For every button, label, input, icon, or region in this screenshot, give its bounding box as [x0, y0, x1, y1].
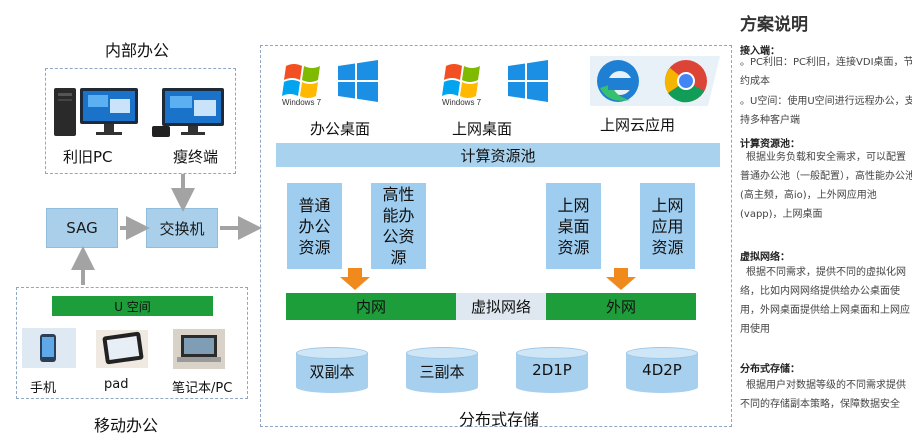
- access-u-text: 。U空间：使用U空间进行远程办公，支持多种客户端: [740, 96, 912, 126]
- storage-heading: 分布式存储：: [740, 364, 800, 375]
- pad-icon: [96, 330, 148, 368]
- storage-item-label: 4D2P: [642, 361, 682, 379]
- side-title: 方案说明: [740, 15, 808, 35]
- windows7-logo-icon: Windows 7: [282, 64, 322, 106]
- pc-icon: [54, 88, 138, 136]
- windows7-logo-icon-2: Windows 7: [442, 64, 482, 106]
- internet-app-resource: 上网 应用 资源: [640, 183, 695, 269]
- vnet-text: 根据不同需求，提供不同的虚拟化网络，比如内网网络提供给办公桌面使用，外网桌面提供…: [740, 267, 910, 335]
- storage-triple-replica: 三副本: [406, 347, 478, 393]
- storage-item-label: 双副本: [309, 363, 355, 381]
- edge-icon: [597, 60, 639, 102]
- pad-label: pad: [104, 377, 129, 392]
- thin-client-label: 瘦终端: [173, 148, 219, 166]
- access-pc-text: 。PC利旧：PC利旧，连接VDI桌面，节约成本: [740, 57, 912, 87]
- win7-text: Windows 7: [282, 98, 322, 106]
- internet-desktop-resource: 上网 桌面 资源: [546, 183, 601, 269]
- office-desktop-label: 办公桌面: [310, 120, 371, 138]
- windows10-logo-icon-2: [508, 60, 548, 102]
- phone-icon: [22, 328, 76, 368]
- vnet-heading: 虚拟网络：: [740, 252, 790, 263]
- high-perf-resource: 高性 能办 公资 源: [371, 183, 426, 269]
- storage-item-label: 三副本: [419, 363, 465, 381]
- thin-client-icon: [152, 88, 224, 137]
- platform-group: [260, 45, 732, 427]
- distributed-storage-title: 分布式存储: [459, 410, 540, 429]
- win7-text-2: Windows 7: [442, 98, 482, 106]
- storage-double-replica: 双副本: [296, 347, 368, 393]
- mobile-office-group: [16, 287, 248, 399]
- u-space-bar: U 空间: [52, 296, 213, 316]
- internal-office-group: [45, 68, 236, 174]
- phone-label: 手机: [30, 381, 57, 396]
- internal-office-title: 内部办公: [105, 41, 170, 60]
- down-arrow-icon: [340, 268, 370, 290]
- compute-text: 根据业务负载和安全需求，可以配置普通办公池（一般配置），高性能办公池(高主频，高…: [740, 152, 912, 220]
- mobile-office-title: 移动办公: [94, 416, 159, 435]
- pc-label: 利旧PC: [63, 148, 113, 166]
- chrome-icon: [664, 60, 707, 103]
- outer-network-bar: 外网: [546, 293, 696, 320]
- windows10-logo-icon: [338, 60, 378, 102]
- down-arrow-icon-2: [606, 268, 636, 290]
- general-office-resource: 普通 办公 资源: [287, 183, 342, 269]
- compute-heading: 计算资源池：: [740, 139, 800, 150]
- sag-box: SAG: [46, 208, 118, 248]
- connector-arrows: [71, 174, 262, 285]
- laptop-label: 笔记本/PC: [172, 381, 233, 396]
- storage-4d2p: 4D2P: [626, 347, 698, 393]
- inner-network-bar: 内网: [286, 293, 456, 320]
- compute-pool-bar: 计算资源池: [276, 143, 720, 167]
- access-heading: 接入端：: [740, 46, 780, 57]
- storage-2d1p: 2D1P: [516, 347, 588, 393]
- virtual-network-label: 虚拟网络: [456, 293, 546, 320]
- internet-desktop-label: 上网桌面: [452, 120, 513, 138]
- storage-item-label: 2D1P: [532, 361, 572, 379]
- storage-text: 根据用户对数据等级的不同需求提供不同的存储副本策略，保障数据安全: [740, 380, 906, 410]
- cloud-app-label: 上网云应用: [600, 116, 676, 134]
- browser-logos: [590, 56, 720, 106]
- laptop-icon: [173, 329, 225, 369]
